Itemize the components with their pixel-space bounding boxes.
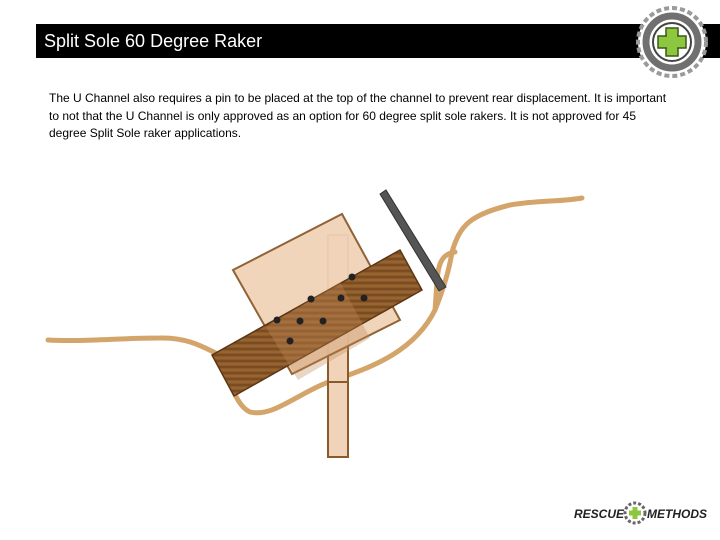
footer-brand-left: RESCUE	[574, 507, 625, 521]
slide-title: Split Sole 60 Degree Raker	[44, 31, 263, 51]
raker-illustration	[45, 189, 585, 458]
raker-timber	[210, 248, 424, 398]
footer-brand-right: METHODS	[647, 507, 707, 521]
first-aid-cross-icon	[636, 6, 708, 78]
u-channel	[379, 189, 447, 292]
cross-gear-icon	[623, 501, 647, 525]
nail-pattern	[273, 273, 368, 345]
title-bar: Split Sole 60 Degree Raker	[36, 24, 720, 58]
footer-brand-logo: RESCUE METHODS	[574, 501, 707, 525]
body-paragraph: The U Channel also requires a pin to be …	[49, 91, 667, 140]
